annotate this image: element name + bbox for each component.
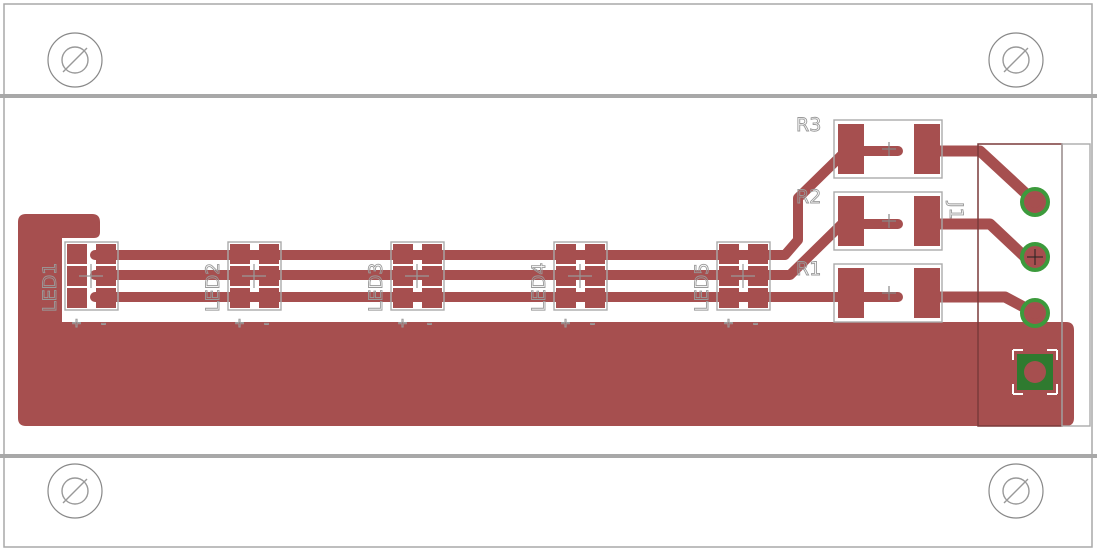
drill-hole-icon [1002, 477, 1030, 505]
led-5-plus: + [724, 314, 733, 332]
led-1: LED1 + - [39, 241, 119, 332]
trace-j1-pin1 [918, 145, 1041, 208]
led-1-minus: - [99, 314, 108, 332]
led-3-plus: + [398, 314, 407, 332]
connector-j1-pin-1 [1020, 187, 1050, 217]
led-4: LED4 + - [528, 241, 608, 332]
mount-hole-bottom-left [47, 463, 103, 519]
drill-hole-icon [1002, 46, 1030, 74]
led-2-label: LED2 [202, 263, 224, 312]
led-5-label: LED5 [691, 263, 713, 312]
resistor-r2: R2 [796, 186, 943, 251]
led-2-plus: + [235, 314, 244, 332]
connector-j1: J1 [945, 143, 1091, 427]
board-outline [3, 3, 1093, 548]
trace-j1-pin2 [918, 218, 1031, 263]
led-4-label: LED4 [528, 263, 550, 312]
resistor-r1: R1 [796, 258, 943, 323]
connector-j1-outline [1061, 143, 1091, 427]
trace-r3 [90, 146, 903, 260]
mount-hole-top-left [47, 32, 103, 88]
led-2-minus: - [262, 314, 271, 332]
connector-j1-pin-3 [1020, 298, 1050, 328]
led-4-minus: - [588, 314, 597, 332]
connector-j1-pin-4-square [1012, 349, 1058, 395]
led-5-minus: - [751, 314, 760, 332]
drill-hole-icon [61, 477, 89, 505]
led-4-plus: + [561, 314, 570, 332]
ground-copper-pour [18, 214, 1074, 426]
resistor-r3-label: R3 [796, 114, 821, 136]
trace-j1-pin3 [918, 291, 1041, 319]
mount-hole-bottom-right [988, 463, 1044, 519]
connector-j1-label: J1 [945, 201, 967, 220]
led-3-minus: - [425, 314, 434, 332]
led-1-label: LED1 [39, 263, 61, 312]
mount-hole-top-right [988, 32, 1044, 88]
led-3: LED3 + - [365, 241, 445, 332]
connector-j1-pin-2 [1020, 242, 1050, 272]
resistor-r2-label: R2 [796, 186, 821, 208]
drill-hole-icon [61, 46, 89, 74]
resistor-r3: R3 [796, 114, 943, 179]
trace-r2 [90, 219, 903, 280]
led-3-label: LED3 [365, 263, 387, 312]
led-5: LED5 + - [691, 241, 771, 332]
led-2: LED2 + - [202, 241, 282, 332]
resistor-r1-label: R1 [796, 258, 821, 280]
led-1-plus: + [72, 314, 81, 332]
